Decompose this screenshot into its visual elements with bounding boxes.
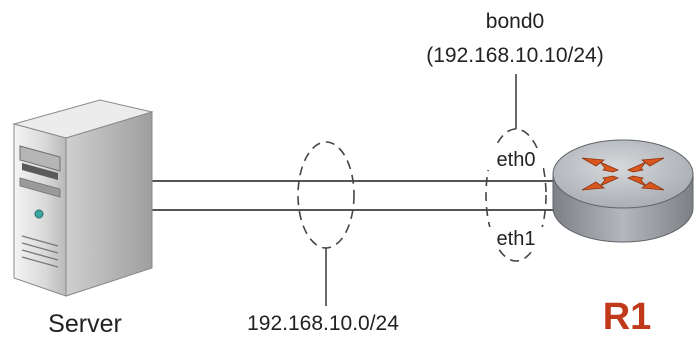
bond-address-label: (192.168.10.10/24): [426, 44, 603, 67]
eth0-label: eth0: [497, 149, 536, 171]
router-label: R1: [603, 296, 652, 338]
bond-ellipse: [485, 128, 547, 262]
subnet-label: 192.168.10.0/24: [247, 312, 399, 335]
subnet-ellipse: [297, 141, 355, 249]
server-bay-3: [19, 177, 61, 198]
bond-name-label: bond0: [486, 10, 544, 33]
server-bay-1: [19, 145, 61, 172]
eth1-label-bg: [487, 227, 543, 249]
links: [150, 180, 562, 211]
server-side: [65, 111, 153, 297]
server-power-light: [34, 209, 44, 219]
server-bay-2: [22, 163, 58, 180]
subnet-group: [297, 141, 355, 306]
eth0-label-bg: [487, 148, 543, 170]
bond-group: [485, 74, 547, 262]
server-label: Server: [48, 310, 122, 338]
router-top: [552, 139, 694, 209]
router-arrows: [581, 157, 665, 191]
router-icon: [552, 139, 694, 243]
eth1-label: eth1: [497, 228, 536, 250]
server-tower-icon: [12, 99, 154, 297]
